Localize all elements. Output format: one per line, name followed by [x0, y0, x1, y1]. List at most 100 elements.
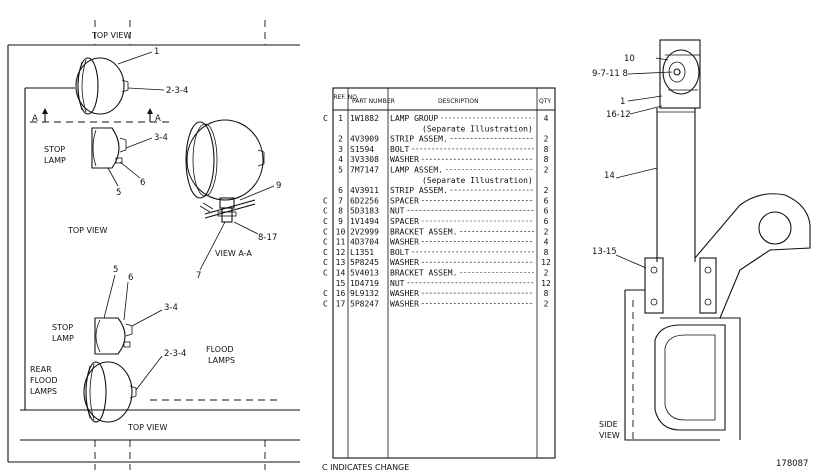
rear-flood-label-b: FLOOD — [30, 376, 58, 385]
row-change-marker: C — [323, 299, 328, 308]
row-part-number: 5P8245 — [350, 258, 379, 267]
leader-1612 — [629, 105, 663, 115]
row-part-number: 5P8247 — [350, 299, 379, 308]
row-description: BRACKET ASSEM. — [390, 269, 457, 278]
header-desc: DESCRIPTION — [438, 98, 479, 105]
row-quantity: 2 — [544, 227, 549, 236]
rear-flood-label-a: REAR — [30, 365, 52, 374]
row-part-number: 1W1882 — [350, 114, 379, 123]
row-change-marker: C — [323, 114, 328, 123]
top-view-label-1: TOP VIEW — [91, 31, 131, 40]
row-quantity: 2 — [544, 269, 549, 278]
callout-234-top: 2-3-4 — [166, 86, 188, 96]
leader-234-bot — [135, 355, 163, 391]
upper-stop-lamp — [91, 127, 127, 169]
table-rows: C 1 1W1882 LAMP GROUP 4 (Separate Illustratio… — [323, 114, 551, 308]
row-quantity: 2 — [544, 166, 549, 175]
bolt-4 — [704, 298, 712, 306]
row-part-number: 5D3183 — [350, 207, 379, 216]
leader-6-bot — [123, 281, 129, 321]
row-ref-number: 14 — [336, 269, 346, 278]
row-description: BOLT — [390, 248, 409, 257]
left-panel: A A — [7, 20, 300, 470]
row-part-number: 5V4013 — [350, 269, 379, 278]
rear-flood-lamp — [83, 361, 137, 423]
right-panel: 10 9-7-11 8 1 16-12 14 13-15 SIDE VIEW 1… — [592, 39, 811, 469]
callout-5-top: 5 — [116, 188, 121, 198]
section-a-left-label: A — [32, 114, 38, 124]
row-part-number: 1V1494 — [350, 217, 379, 226]
callout-14: 14 — [604, 171, 615, 181]
footnote: C INDICATES CHANGE — [322, 463, 409, 472]
stop-lamp-label-2a: STOP — [52, 323, 73, 332]
row-ref-number: 5 — [338, 166, 343, 175]
row-ref-number: 7 — [338, 196, 343, 205]
row-quantity: 4 — [544, 238, 549, 247]
row-ref-number: 2 — [338, 135, 343, 144]
row-ref-number: 8 — [338, 207, 343, 216]
callout-34-bot: 3-4 — [164, 303, 178, 313]
bolt-2 — [650, 298, 658, 306]
row-quantity: 6 — [544, 207, 549, 216]
callout-234-bot: 2-3-4 — [164, 349, 186, 359]
row-ref-number: 6 — [338, 186, 343, 195]
row-change-marker: C — [323, 269, 328, 278]
row-quantity: 8 — [544, 145, 549, 154]
callout-10: 10 — [624, 54, 635, 64]
header-part: PART NUMBER — [352, 98, 395, 105]
row-ref-number: 12 — [336, 248, 346, 257]
row-ref-number: 10 — [336, 227, 346, 236]
window-outer — [654, 324, 726, 431]
row-ref-number: 4 — [338, 155, 343, 164]
row-quantity: 12 — [541, 258, 551, 267]
view-aa-label: VIEW A-A — [215, 249, 252, 258]
row-change-marker: C — [323, 289, 328, 298]
stop-lamp-label-1a: STOP — [44, 145, 65, 154]
bolt-1 — [650, 266, 658, 274]
row-description: STRIP ASSEM. — [390, 135, 448, 144]
callout-817: 8-17 — [258, 233, 277, 243]
row-description: WASHER — [390, 299, 419, 308]
row-change-marker: C — [323, 238, 328, 247]
header-qty: QTY — [539, 98, 551, 105]
row-quantity: 2 — [544, 299, 549, 308]
row-part-number: 4V3909 — [350, 135, 379, 144]
leader-1 — [117, 51, 153, 65]
lower-clamp-right — [699, 257, 717, 314]
row-part-number: 1D4719 — [350, 279, 379, 288]
callout-9: 9 — [276, 181, 281, 191]
figure-number: 178087 — [776, 459, 808, 469]
row-description: LAMP ASSEM. — [390, 166, 443, 175]
row-ref-number: 1 — [338, 114, 343, 123]
section-a-right-label: A — [155, 114, 161, 124]
row-change-marker: C — [323, 207, 328, 216]
side-view-label-b: VIEW — [599, 431, 620, 440]
row-description: LAMP GROUP — [390, 114, 438, 123]
row-part-number: 6D2256 — [350, 196, 379, 205]
row-part-number: 4D3704 — [350, 238, 379, 247]
row-description: (Separate Illustration) — [422, 124, 533, 133]
row-description: STRIP ASSEM. — [390, 186, 448, 195]
leader-34-bot — [131, 309, 163, 327]
row-part-number: S1594 — [350, 145, 374, 154]
leader-5-bot — [103, 274, 116, 319]
lower-clamp-left — [644, 257, 664, 314]
row-quantity: 8 — [544, 155, 549, 164]
row-part-number: 7M7147 — [350, 166, 379, 175]
stop-lamp-label-1b: LAMP — [44, 156, 66, 165]
stop-lamp-label-2b: LAMP — [52, 334, 74, 343]
view-aa-lamp — [185, 119, 265, 223]
row-description: SPACER — [390, 196, 419, 205]
bolt-3 — [704, 266, 712, 274]
row-description: SPACER — [390, 217, 419, 226]
row-change-marker: C — [323, 248, 328, 257]
rear-flood-label-c: LAMPS — [30, 387, 57, 396]
row-description: NUT — [390, 279, 405, 288]
lower-stop-lamp — [94, 317, 133, 355]
leader-97118 — [627, 71, 673, 75]
leader-9 — [239, 185, 275, 201]
row-quantity: 6 — [544, 196, 549, 205]
row-description: (Separate Illustration) — [422, 176, 533, 185]
